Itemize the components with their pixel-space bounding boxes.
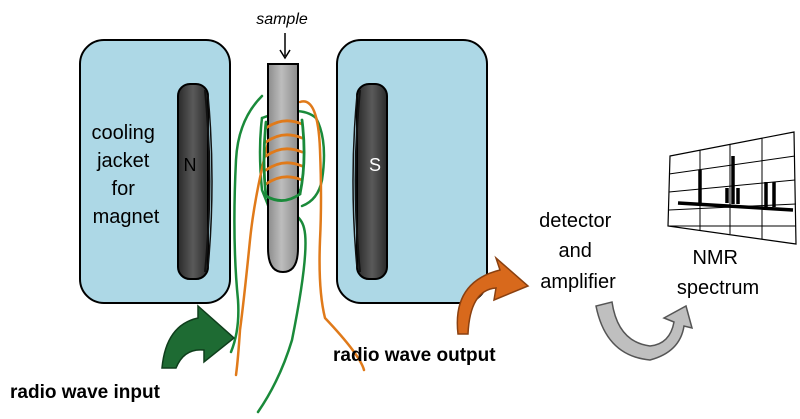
radio-wave-input-label: radio wave input <box>10 382 161 403</box>
coil-windings <box>262 118 306 202</box>
cooling-jacket-line-2: jacket <box>96 150 150 172</box>
detector-line-1: detector <box>539 210 612 232</box>
curved-arrow-icon <box>456 255 530 335</box>
cooling-jacket-line-4: magnet <box>93 206 160 228</box>
detector-line-2: and <box>559 240 592 262</box>
curved-arrow-icon <box>595 301 694 361</box>
detector-line-3: amplifier <box>540 271 616 293</box>
svg-text:detector and amplifier: detector and amplifier <box>539 210 617 293</box>
cooling-jacket-line-1: cooling <box>92 122 155 144</box>
magnet-north <box>177 83 213 280</box>
input-arrow <box>161 304 236 369</box>
output-arrow <box>456 255 530 335</box>
spectrum-arrow <box>595 301 694 361</box>
curved-arrow-icon <box>161 304 236 369</box>
nmr-spectrum-graph <box>667 131 797 245</box>
spectrum-line-2: spectrum <box>677 277 759 299</box>
sample-label: sample <box>256 11 308 28</box>
svg-text:cooling jacket for: cooling jacket for magnet <box>92 122 161 228</box>
cooling-jacket-line-3: for <box>112 178 136 200</box>
output-coil <box>234 100 366 377</box>
sample-tube <box>267 63 299 274</box>
radio-wave-output-label: radio wave output <box>333 345 496 366</box>
down-arrow-icon <box>279 33 291 60</box>
spectrum-line-1: NMR <box>692 247 738 269</box>
pole-north-label: N <box>184 155 197 175</box>
svg-text:NMR spectrum: NMR spectrum <box>677 247 759 299</box>
magnet-south <box>352 83 388 280</box>
pole-south-label: S <box>369 155 381 175</box>
